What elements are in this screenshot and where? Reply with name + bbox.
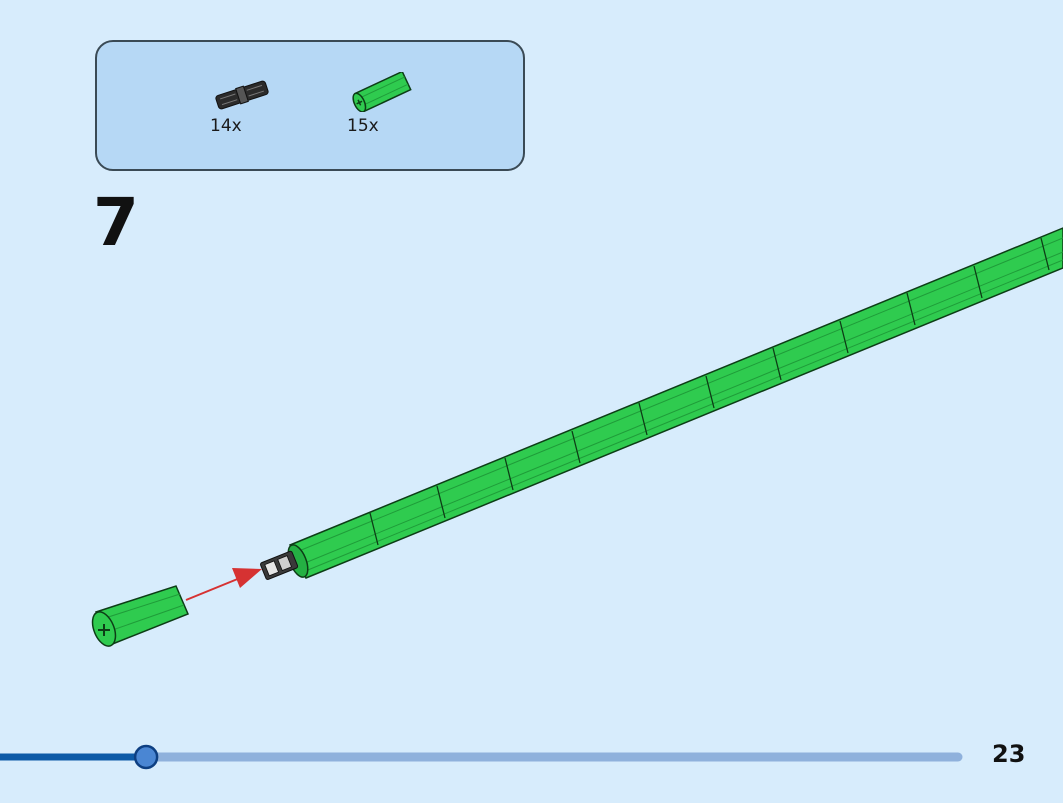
- assembled-tube: [287, 227, 1063, 579]
- part-quantity: 14x: [210, 116, 242, 136]
- part-axle-connector: 14x: [210, 78, 274, 136]
- page-progress-bar: [0, 744, 963, 770]
- part-green-axle-tube: 15x: [347, 72, 417, 136]
- parts-list-box: 14x 15x: [95, 40, 525, 171]
- axle-connector-peg: [260, 550, 299, 580]
- green-tube-icon: [352, 72, 412, 112]
- assembly-arrow: [185, 568, 262, 601]
- step-number: 7: [93, 184, 139, 261]
- part-quantity: 15x: [347, 116, 379, 136]
- axle-connector-icon: [215, 80, 269, 110]
- progress-indicator: [133, 744, 159, 770]
- build-illustration: [91, 227, 1063, 647]
- loose-green-tube: [91, 585, 189, 647]
- page-number: 23: [992, 740, 1026, 768]
